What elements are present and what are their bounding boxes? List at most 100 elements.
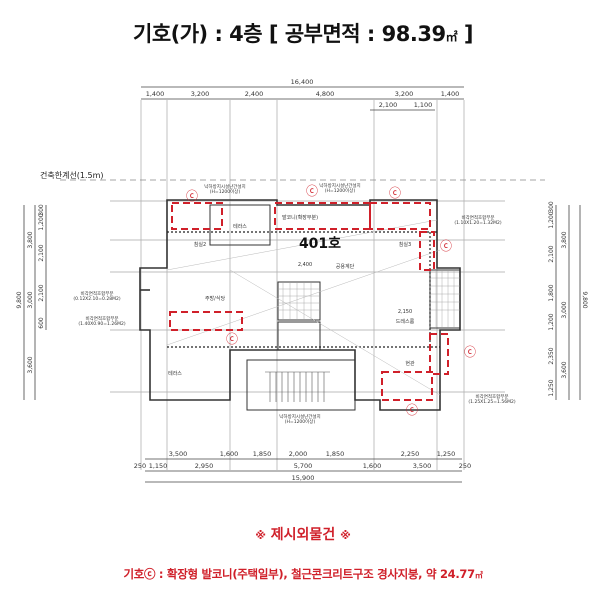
svg-text:1,400: 1,400 [146,90,165,98]
left-dimensions [23,205,47,400]
svg-text:(H=1200이상): (H=1200이상) [325,187,356,194]
svg-text:2,000: 2,000 [289,450,308,458]
svg-text:4,800: 4,800 [316,90,335,98]
setback-label: 건축한계선(1.5m) [40,170,104,180]
svg-text:1,850: 1,850 [326,450,345,458]
svg-text:300: 300 [38,204,45,216]
svg-text:3,200: 3,200 [395,90,414,98]
right-dimensions [555,205,581,400]
svg-text:2,250: 2,250 [401,450,420,458]
svg-text:3,200: 3,200 [191,90,210,98]
area-annotations: 비각면적호합부분 (0.12X2.10=0.28M2) 비각면적호합부분 (1.… [73,182,515,425]
svg-text:테라스: 테라스 [168,370,182,377]
svg-text:9,800: 9,800 [16,291,23,308]
svg-text:(H=1200이상): (H=1200이상) [285,418,316,425]
notice-text: 제시외물건 [270,527,336,543]
bottom-dimensions [145,458,462,483]
top-dimensions [141,86,464,111]
svg-text:3,600: 3,600 [561,361,568,378]
reference-mark-left: ※ [255,529,266,542]
svg-text:2,400: 2,400 [298,262,312,268]
svg-text:침실2: 침실2 [194,241,206,248]
svg-text:1,600: 1,600 [220,450,239,458]
bottom-dimension-labels: 3,500 1,600 1,850 2,000 1,850 2,250 1,25… [134,450,471,482]
balcony-extension-areas [169,202,449,401]
balcony-marker: ⓒ [186,189,198,203]
svg-text:3,500: 3,500 [169,450,188,458]
svg-text:600: 600 [38,317,45,329]
svg-text:3,600: 3,600 [27,356,34,373]
caption-unit: ㎡ [474,571,483,580]
svg-text:3,000: 3,000 [561,301,568,318]
svg-text:3,500: 3,500 [413,462,432,470]
tile-patterns [278,270,460,328]
svg-text:(1.25X1.25=1.56M2): (1.25X1.25=1.56M2) [468,399,515,405]
svg-text:1,250: 1,250 [548,379,555,396]
svg-text:1,250: 1,250 [437,450,456,458]
svg-text:침실3: 침실3 [399,241,411,248]
svg-text:2,150: 2,150 [398,309,412,315]
svg-text:(1.10X1.20=1.32M2): (1.10X1.20=1.32M2) [454,220,501,226]
svg-text:(H=1200이상): (H=1200이상) [210,188,241,195]
floor-plan: 건축한계선(1.5m) 16,400 1,400 3,200 2,400 4,8… [0,60,606,500]
svg-text:발코니(확장부분): 발코니(확장부분) [282,214,318,221]
balcony-marker: ⓒ [389,186,401,200]
svg-text:비각면적호합부분: 비각면적호합부분 [475,393,508,400]
svg-text:9,800: 9,800 [581,291,588,308]
balcony-marker: ⓒ [226,332,238,346]
svg-text:낙하방지시설난간설치: 낙하방지시설난간설치 [204,183,245,190]
svg-text:1,400: 1,400 [441,90,460,98]
svg-text:250: 250 [459,462,471,470]
left-dimension-labels: 9,800 3,800 3,000 3,600 300 1,200 2,100 … [16,204,45,374]
svg-text:2,100: 2,100 [38,284,45,301]
svg-text:300: 300 [548,201,555,213]
balcony-markers: ⓒ ⓒ ⓒ ⓒ ⓒ ⓒ ⓒ [186,184,476,417]
svg-text:1,200: 1,200 [548,211,555,228]
caption-text: 기호ⓒ : 확장형 발코니(주택일부), 철근콘크리트구조 경사지붕, 약 24… [123,567,475,581]
svg-text:5,700: 5,700 [294,462,313,470]
svg-text:2,100: 2,100 [379,101,398,109]
svg-text:15,900: 15,900 [292,474,315,482]
title-unit: ㎡ [445,30,458,44]
svg-text:2,100: 2,100 [548,245,555,262]
svg-text:낙하방지시설난간설치: 낙하방지시설난간설치 [319,182,360,189]
top-dimension-labels: 16,400 1,400 3,200 2,400 4,800 3,200 1,4… [146,78,460,109]
building-walls [139,199,461,411]
svg-text:1,200: 1,200 [548,313,555,330]
title-text: 기호(가) : 4층 [ 공부면적 : 98.39 [133,22,446,46]
svg-text:16,400: 16,400 [291,78,314,86]
svg-text:1,600: 1,600 [363,462,382,470]
svg-text:비각면적호합부분: 비각면적호합부분 [461,214,494,221]
svg-text:현관: 현관 [405,360,415,367]
svg-text:3,800: 3,800 [561,231,568,248]
svg-text:(1.40X0.90=1.26M2): (1.40X0.90=1.26M2) [78,321,125,327]
svg-text:2,100: 2,100 [38,244,45,261]
svg-text:비각면적호합부분: 비각면적호합부분 [80,290,113,297]
stairs [265,371,330,402]
svg-text:비각면적호합부분: 비각면적호합부분 [85,315,118,322]
balcony-marker: ⓒ [464,345,476,359]
svg-text:1,850: 1,850 [253,450,272,458]
balcony-marker: ⓒ [406,403,418,417]
svg-text:공용계단: 공용계단 [336,263,355,270]
reference-mark-right: ※ [340,529,351,542]
balcony-marker: ⓒ [306,184,318,198]
exterior-boundary [167,231,440,348]
page-title: 기호(가) : 4층 [ 공부면적 : 98.39㎡ ] [0,18,606,48]
balcony-marker: ⓒ [440,239,452,253]
floor-plan-drawing: 건축한계선(1.5m) 16,400 1,400 3,200 2,400 4,8… [16,78,588,483]
svg-text:2,400: 2,400 [245,90,264,98]
svg-text:2,950: 2,950 [195,462,214,470]
svg-text:테라스: 테라스 [233,223,247,230]
notice-heading: ※ 제시외물건 ※ [0,524,606,544]
svg-text:3,800: 3,800 [27,231,34,248]
svg-text:1,100: 1,100 [414,101,433,109]
svg-text:1,200: 1,200 [38,213,45,230]
svg-text:2,350: 2,350 [548,347,555,364]
svg-text:3,000: 3,000 [27,291,34,308]
title-close: ] [457,22,474,46]
svg-text:(0.12X2.10=0.28M2): (0.12X2.10=0.28M2) [73,296,120,302]
room-labels: 테라스 테라스 주방/식당 침실2 침실3 발코니(확장부분) 현관 드레스룸 … [168,214,415,377]
svg-text:주방/식당: 주방/식당 [205,295,225,302]
svg-text:1,800: 1,800 [548,284,555,301]
